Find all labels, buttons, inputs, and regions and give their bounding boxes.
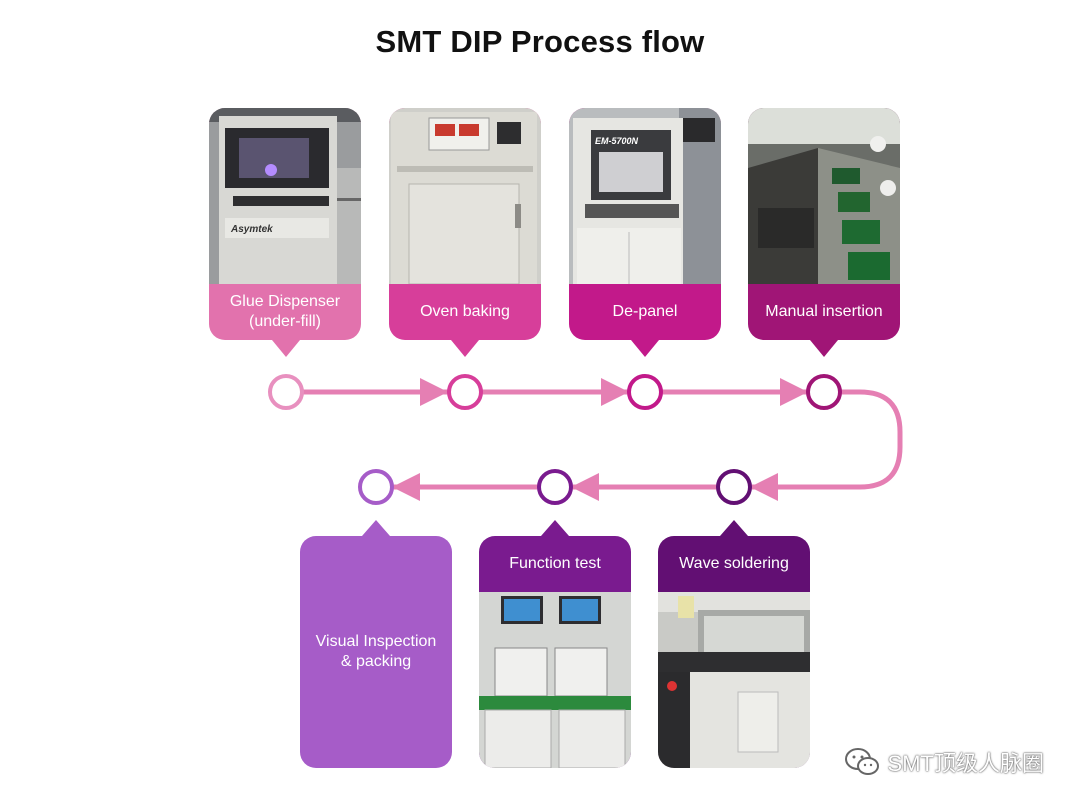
wave-soldering-machine-photo	[658, 592, 810, 768]
flow-arrow-2	[601, 378, 629, 406]
machine-brand-text: Asymtek	[230, 224, 273, 235]
flow-arrow-5	[571, 473, 599, 501]
oven-machine-photo	[389, 108, 541, 284]
function-test-station-photo	[479, 592, 631, 768]
flow-node-glue-dispenser	[268, 374, 304, 410]
page-title: SMT DIP Process flow	[375, 24, 705, 59]
step-label-manual-insertion: Manual insertion	[765, 303, 883, 320]
step-label-wave-soldering: Wave soldering	[679, 555, 789, 572]
flow-node-function-test	[537, 469, 573, 505]
wechat-icon	[844, 748, 879, 775]
flow-node-manual-insertion	[806, 374, 842, 410]
flow-node-wave-soldering	[716, 469, 752, 505]
flow-connector-line	[286, 389, 903, 490]
flow-node-de-panel	[627, 374, 663, 410]
step-card-wave-soldering: Wave soldering	[658, 536, 810, 768]
flow-arrow-3	[780, 378, 808, 406]
step-card-oven-baking: Oven baking	[389, 108, 541, 340]
step-label-visual-inspection: Visual Inspection & packing	[315, 633, 437, 670]
manual-insertion-line-photo	[748, 108, 900, 284]
pointer-wave-soldering	[720, 520, 748, 536]
step-card-visual-inspection: Visual Inspection & packing	[300, 536, 452, 768]
flow-arrow-4	[750, 473, 778, 501]
step-card-function-test: Function test	[479, 536, 631, 768]
step-label-glue-dispenser: Glue Dispenser (under-fill)	[229, 293, 341, 330]
flow-node-visual-inspection	[358, 469, 394, 505]
flow-node-oven-baking	[447, 374, 483, 410]
flow-arrow-6	[392, 473, 420, 501]
depanel-machine-photo: EM-5700N	[569, 108, 721, 284]
watermark: SMT顶级人脉圈	[844, 746, 1044, 778]
step-card-manual-insertion: Manual insertion	[748, 108, 900, 340]
pointer-oven-baking	[451, 340, 479, 357]
pointer-de-panel	[631, 340, 659, 357]
pointer-function-test	[541, 520, 569, 536]
step-label-function-test: Function test	[509, 555, 601, 572]
step-card-de-panel: EM-5700N De-panel	[569, 108, 721, 340]
watermark-text: SMT顶级人脉圈	[887, 751, 1044, 776]
pointer-visual-inspection	[362, 520, 390, 536]
pointer-glue-dispenser	[272, 340, 300, 357]
step-label-de-panel: De-panel	[612, 303, 678, 320]
step-card-glue-dispenser: Asymtek Glue Dispenser (under-fill)	[209, 108, 361, 340]
step-label-oven-baking: Oven baking	[420, 303, 510, 320]
pointer-manual-insertion	[810, 340, 838, 357]
machine-model-text: EM-5700N	[595, 136, 639, 146]
glue-dispenser-machine-photo: Asymtek	[209, 108, 361, 284]
flow-arrow-1	[420, 378, 448, 406]
